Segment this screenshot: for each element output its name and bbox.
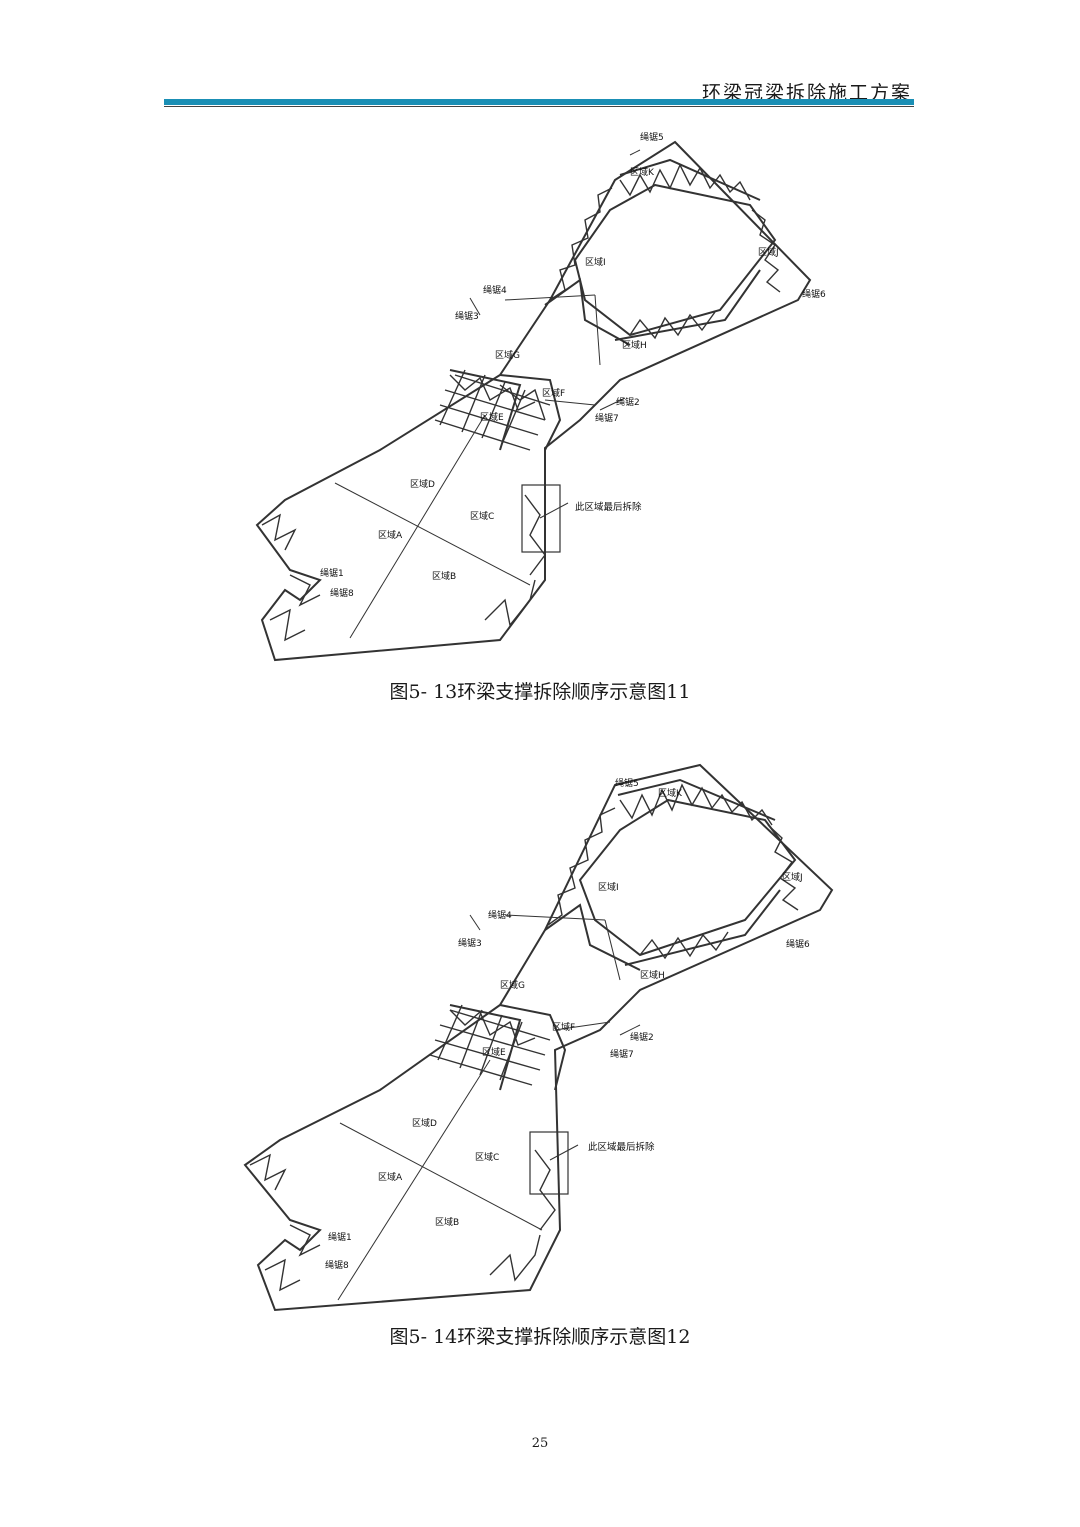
label-rope7: 绳锯7 bbox=[595, 412, 619, 424]
label-zone-e: 区域E bbox=[482, 1046, 506, 1058]
label-zone-i: 区域I bbox=[598, 881, 619, 893]
label-zone-j: 区域J bbox=[758, 246, 779, 258]
label-zone-f: 区域F bbox=[542, 387, 565, 399]
label-rope6: 绳锯6 bbox=[786, 938, 810, 950]
figure-caption-11: 图5- 13环梁支撑拆除顺序示意图11 bbox=[389, 681, 691, 703]
document-header-title: 环梁冠梁拆除施工方案 bbox=[701, 82, 912, 104]
label-zone-g: 区域G bbox=[500, 979, 525, 991]
label-zone-a: 区域A bbox=[378, 529, 403, 541]
label-zone-b: 区域B bbox=[432, 570, 456, 582]
label-zone-d: 区域D bbox=[412, 1117, 437, 1129]
label-zone-h: 区域H bbox=[622, 339, 647, 351]
label-rope6: 绳锯6 bbox=[802, 288, 826, 300]
label-rope1: 绳锯1 bbox=[328, 1231, 352, 1243]
label-rope3: 绳锯3 bbox=[458, 937, 482, 949]
label-zone-a: 区域A bbox=[378, 1171, 403, 1183]
label-rope2: 绳锯2 bbox=[630, 1031, 654, 1043]
header-rule bbox=[164, 99, 914, 105]
figure-11: 绳锯5 区域K 区域J 区域I 绳锯4 绳锯6 绳锯3 区域H 区域G 区域F … bbox=[200, 120, 880, 665]
figure-12: 绳锯5 区域K 区域J 区域I 绳锯4 绳锯6 绳锯3 区域H 区域G 区域F … bbox=[200, 760, 880, 1320]
header-rule-thin bbox=[164, 106, 914, 107]
label-rope2: 绳锯2 bbox=[616, 396, 640, 408]
label-zone-h: 区域H bbox=[640, 969, 665, 981]
support-plan-drawing: 绳锯5 区域K 区域J 区域I 绳锯4 绳锯6 绳锯3 区域H 区域G 区域F … bbox=[255, 131, 826, 662]
figure-caption-12: 图5- 14环梁支撑拆除顺序示意图12 bbox=[389, 1326, 691, 1348]
label-zone-j: 区域J bbox=[782, 871, 803, 883]
label-zone-i: 区域I bbox=[585, 256, 606, 268]
label-zone-g: 区域G bbox=[495, 349, 520, 361]
label-rope1: 绳锯1 bbox=[320, 567, 344, 579]
label-zone-c: 区域C bbox=[470, 510, 494, 522]
label-rope8: 绳锯8 bbox=[330, 587, 354, 599]
label-rope7: 绳锯7 bbox=[610, 1048, 634, 1060]
label-rope5: 绳锯5 bbox=[640, 131, 664, 143]
page-number: 25 bbox=[531, 1436, 549, 1451]
support-plan-drawing: 绳锯5 区域K 区域J 区域I 绳锯4 绳锯6 绳锯3 区域H 区域G 区域F … bbox=[243, 763, 834, 1312]
label-rope3: 绳锯3 bbox=[455, 310, 479, 322]
label-zone-b: 区域B bbox=[435, 1216, 459, 1228]
label-rope5: 绳锯5 bbox=[615, 777, 639, 789]
label-last-removed: 此区域最后拆除 bbox=[575, 501, 642, 513]
label-zone-d: 区域D bbox=[410, 478, 435, 490]
label-rope8: 绳锯8 bbox=[325, 1259, 349, 1271]
label-zone-k: 区域K bbox=[630, 166, 655, 178]
label-rope4: 绳锯4 bbox=[483, 284, 507, 296]
label-zone-c: 区域C bbox=[475, 1151, 499, 1163]
label-zone-f: 区域F bbox=[552, 1021, 575, 1033]
label-zone-e: 区域E bbox=[480, 411, 504, 423]
label-last-removed: 此区域最后拆除 bbox=[588, 1141, 655, 1153]
label-rope4: 绳锯4 bbox=[488, 909, 512, 921]
label-zone-k: 区域K bbox=[658, 787, 683, 799]
